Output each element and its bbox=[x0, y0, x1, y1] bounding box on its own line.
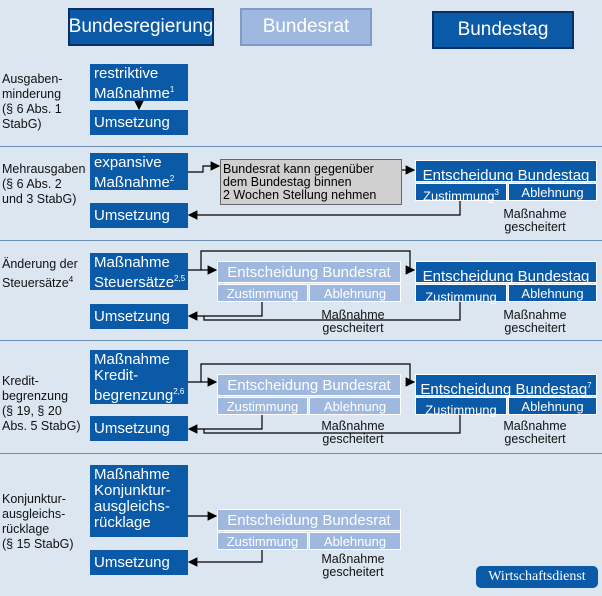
execution-box: Umsetzung bbox=[90, 203, 188, 228]
arrow bbox=[188, 363, 416, 387]
bundesrat-statement-note: Bundesrat kann gegenüber dem Bundestag b… bbox=[220, 159, 402, 205]
wirtschaftsdienst-logo: Wirtschaftsdienst bbox=[476, 566, 598, 588]
decision-bundesrat: Entscheidung Bundesrat bbox=[217, 509, 401, 531]
row-label-mehrausgaben: Mehrausgaben (§ 6 Abs. 2 und 3 StabG) bbox=[2, 162, 86, 206]
header-bundesrat: Bundesrat bbox=[240, 8, 372, 46]
bundesrat-approve: Zustimmung bbox=[217, 532, 308, 550]
decision-bundestag: Entscheidung Bundestag7 bbox=[415, 374, 597, 398]
arrow bbox=[188, 161, 221, 173]
row-separator bbox=[0, 340, 602, 341]
arrow bbox=[188, 250, 416, 275]
arrow bbox=[187, 302, 263, 321]
bundesrat-failed-note: Maßnahme gescheitert bbox=[321, 419, 385, 446]
arrow bbox=[203, 302, 461, 321]
measure-restriktive: restriktive Maßnahme1 bbox=[90, 64, 188, 102]
bundestag-reject: Ablehnung bbox=[508, 284, 597, 302]
row-label-konjunkturausgleichsruecklage: Konjunktur- ausgleichs- rücklage (§ 15 S… bbox=[2, 492, 74, 551]
bundestag-approve: Zustimmung bbox=[415, 284, 507, 304]
arrow bbox=[187, 415, 263, 434]
bundesrat-reject: Ablehnung bbox=[309, 532, 401, 550]
bundestag-approve: Zustimmung3 bbox=[415, 183, 507, 203]
execution-box: Umsetzung bbox=[90, 110, 188, 135]
bundesrat-reject: Ablehnung bbox=[309, 397, 401, 415]
header-bundesregierung: Bundesregierung bbox=[68, 8, 214, 46]
bundestag-failed-note: Maßnahme gescheitert bbox=[503, 419, 567, 446]
row-separator bbox=[0, 146, 602, 147]
decision-bundestag: Entscheidung Bundestag bbox=[415, 261, 597, 285]
bundesrat-approve: Zustimmung bbox=[217, 397, 308, 415]
measure-expansive: expansive Maßnahme2 bbox=[90, 153, 188, 191]
measure-kreditbegrenzung: Maßnahme Kredit- begrenzung2,6 bbox=[90, 350, 188, 404]
execution-box: Umsetzung bbox=[90, 550, 188, 575]
bundesrat-reject: Ablehnung bbox=[309, 284, 401, 302]
bundesrat-failed-note: Maßnahme gescheitert bbox=[321, 552, 385, 579]
row-label-steuersaetze: Änderung der Steuersätze4 bbox=[2, 257, 78, 291]
execution-box: Umsetzung bbox=[90, 416, 188, 441]
bundestag-reject: Ablehnung bbox=[508, 183, 597, 201]
arrow bbox=[187, 201, 461, 220]
row-separator bbox=[0, 453, 602, 454]
arrow bbox=[187, 550, 263, 567]
bundesrat-approve: Zustimmung bbox=[217, 284, 308, 302]
measure-konjunkturausgleichsruecklage: Maßnahme Konjunktur- ausgleichs- rücklag… bbox=[90, 465, 188, 537]
decision-bundesrat: Entscheidung Bundesrat bbox=[217, 261, 401, 283]
execution-box: Umsetzung bbox=[90, 304, 188, 329]
arrow bbox=[203, 415, 461, 434]
row-label-ausgabenminderung: Ausgaben- minderung (§ 6 Abs. 1 StabG) bbox=[2, 72, 63, 131]
bundestag-reject: Ablehnung bbox=[508, 397, 597, 415]
row-separator bbox=[0, 240, 602, 241]
bundestag-failed-note: Maßnahme gescheitert bbox=[503, 308, 567, 335]
header-bundestag: Bundestag bbox=[432, 11, 574, 49]
decision-bundesrat: Entscheidung Bundesrat bbox=[217, 374, 401, 396]
row-label-kreditbegrenzung: Kredit- begrenzung (§ 19, § 20 Abs. 5 St… bbox=[2, 374, 81, 433]
bundestag-approve: Zustimmung bbox=[415, 397, 507, 417]
decision-bundestag: Entscheidung Bundestag bbox=[415, 160, 597, 184]
measure-steuersaetze: Maßnahme Steuersätze2,5 bbox=[90, 253, 188, 291]
bundesrat-failed-note: Maßnahme gescheitert bbox=[321, 308, 385, 335]
bundestag-failed-note: Maßnahme gescheitert bbox=[503, 207, 567, 234]
